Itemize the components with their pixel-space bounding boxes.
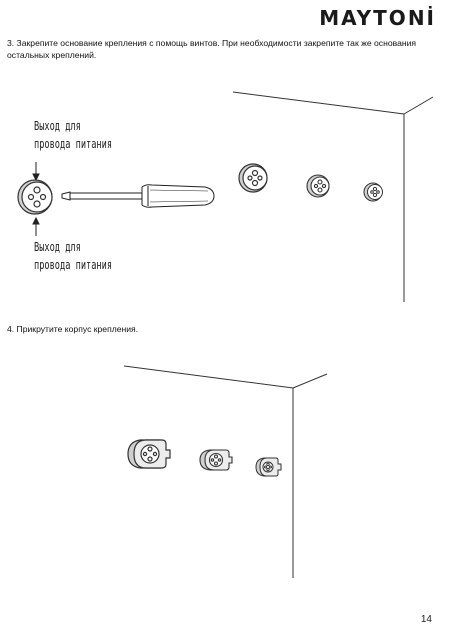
- page-number: 14: [420, 614, 432, 625]
- wall-base-2: [306, 174, 330, 198]
- wall-corner-1: [232, 91, 434, 302]
- arrow-top: [32, 162, 40, 182]
- wall-base-3: [363, 182, 383, 202]
- mounting-base-large: [17, 179, 53, 215]
- arrow-bottom: [32, 216, 40, 236]
- mount-housing-small: [255, 457, 282, 477]
- screwdriver: [61, 184, 215, 208]
- step-3-instruction: 3. Закрепите основание крепления с помощ…: [7, 38, 417, 60]
- wall-base-1: [238, 163, 268, 193]
- wall-corner-2: [123, 365, 328, 578]
- mount-housing-medium: [199, 449, 233, 471]
- label-power-cable-exit-top: Выход для провода питания: [34, 119, 113, 151]
- step-4-instruction: 4. Прикрутите корпус крепления.: [7, 324, 139, 334]
- brand-logo: MAYTONİ: [319, 6, 436, 30]
- mount-housing-large: [127, 439, 171, 469]
- label-power-cable-exit-bottom: Выход для провода питания: [34, 240, 113, 272]
